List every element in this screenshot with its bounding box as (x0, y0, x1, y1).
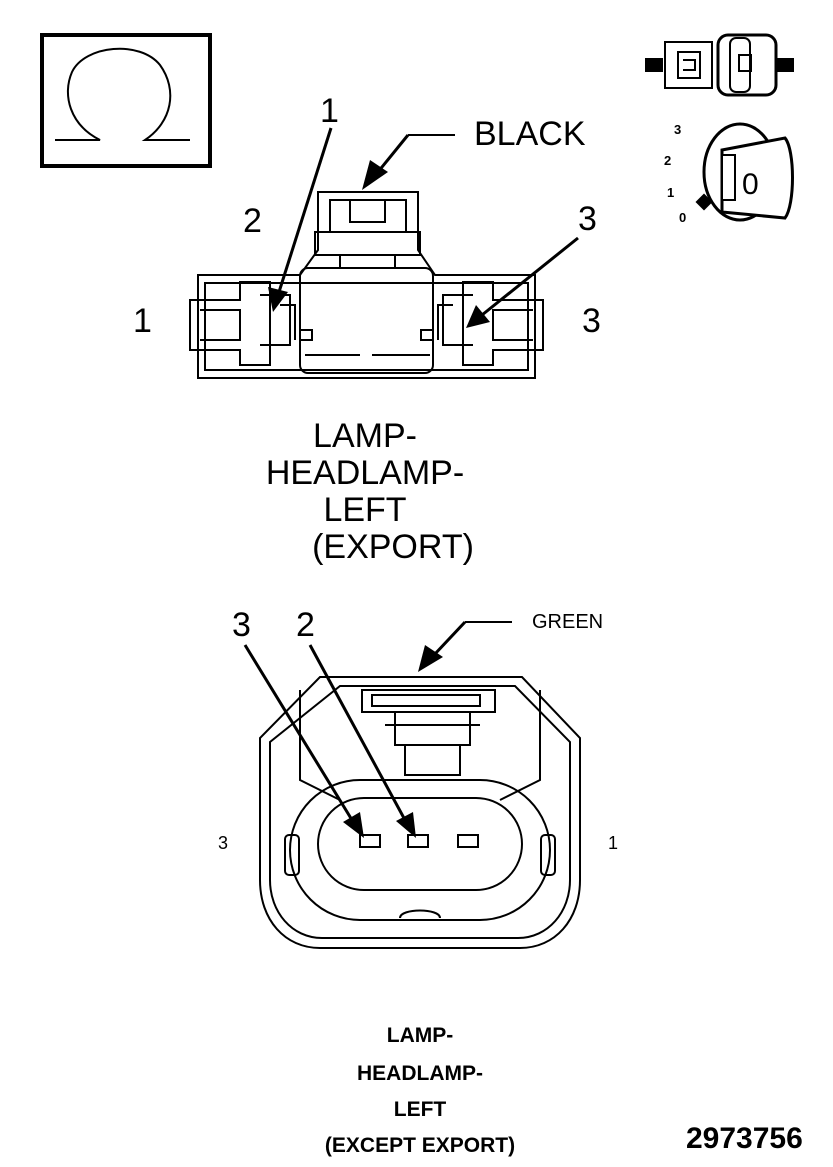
black-connector-drawing (189, 191, 544, 379)
top-callout-3: 3 (466, 200, 597, 328)
bottom-title-line-4: (EXCEPT EXPORT) (325, 1134, 515, 1157)
bottom-cavity-1-label: 1 (608, 833, 618, 853)
ignition-key-off-icon: 3 2 1 0 0 (664, 122, 794, 225)
ignition-position-2: 2 (664, 153, 671, 168)
top-callout-3-label: 3 (578, 200, 597, 238)
bottom-title-line-2: HEADLAMP- (357, 1062, 483, 1085)
top-title-line-4: (EXPORT) (312, 528, 474, 566)
green-color-callout: GREEN (418, 611, 603, 672)
top-title-line-2: HEADLAMP- (266, 454, 464, 492)
top-title-line-3: LEFT (323, 491, 406, 529)
top-connector-title: LAMP- HEADLAMP- LEFT (EXPORT) (266, 417, 474, 566)
top-cavity-2-label: 2 (243, 202, 262, 240)
bottom-connector-title: LAMP- HEADLAMP- LEFT (EXCEPT EXPORT) (325, 1024, 515, 1157)
ignition-position-0: 0 (679, 210, 686, 225)
bottom-callout-2: 2 (296, 606, 416, 838)
top-cavity-3-label: 3 (582, 302, 601, 340)
ignition-position-3: 3 (674, 122, 681, 137)
green-connector-drawing (259, 676, 581, 949)
bottom-callout-2-label: 2 (296, 606, 315, 644)
bottom-callout-3: 3 (232, 606, 364, 838)
bottom-title-line-3: LEFT (394, 1098, 447, 1121)
black-color-label: BLACK (474, 115, 586, 153)
connector-disconnected-icon (645, 33, 794, 97)
top-callout-1-label: 1 (320, 92, 339, 130)
top-title-line-1: LAMP- (313, 417, 417, 455)
figure-number: 2973756 (686, 1122, 803, 1155)
bottom-cavity-3-label: 3 (218, 833, 228, 853)
top-callout-1: 1 (268, 92, 339, 312)
bottom-title-line-1: LAMP- (387, 1024, 454, 1047)
black-color-callout: BLACK (362, 115, 586, 190)
ohm-symbol-icon (40, 33, 212, 168)
bottom-callout-3-label: 3 (232, 606, 251, 644)
top-cavity-1-label: 1 (133, 302, 152, 340)
ignition-position-1: 1 (667, 185, 674, 200)
green-color-label: GREEN (532, 611, 603, 633)
ignition-key-label: 0 (742, 168, 759, 201)
